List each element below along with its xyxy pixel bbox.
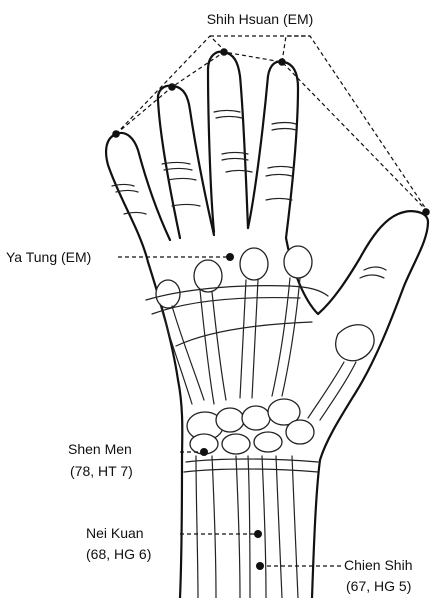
shih-hsuan-point-ring [168,83,176,91]
shen-men-point [200,448,208,456]
shih-hsuan-point-little [112,130,120,138]
chien-shih-point [256,562,264,570]
shen-men-code: (78, HT 7) [70,463,133,479]
chien-shih-code: (67, HG 5) [346,578,411,594]
hand-bones [146,246,374,598]
nei-kuan-label: Nei Kuan [86,525,144,541]
shih-hsuan-point-thumb [422,208,430,216]
nei-kuan-code: (68, HG 6) [86,546,151,562]
ya-tung-label: Ya Tung (EM) [6,249,91,265]
shen-men-label: Shen Men [68,441,132,457]
chien-shih-label: Chien Shih [344,557,413,573]
shih-hsuan-label: Shih Hsuan (EM) [207,11,314,27]
shih-hsuan-point-index [278,58,286,66]
ya-tung-point [226,253,234,261]
nei-kuan-point [254,530,262,538]
shih-hsuan-point-middle [220,48,228,56]
